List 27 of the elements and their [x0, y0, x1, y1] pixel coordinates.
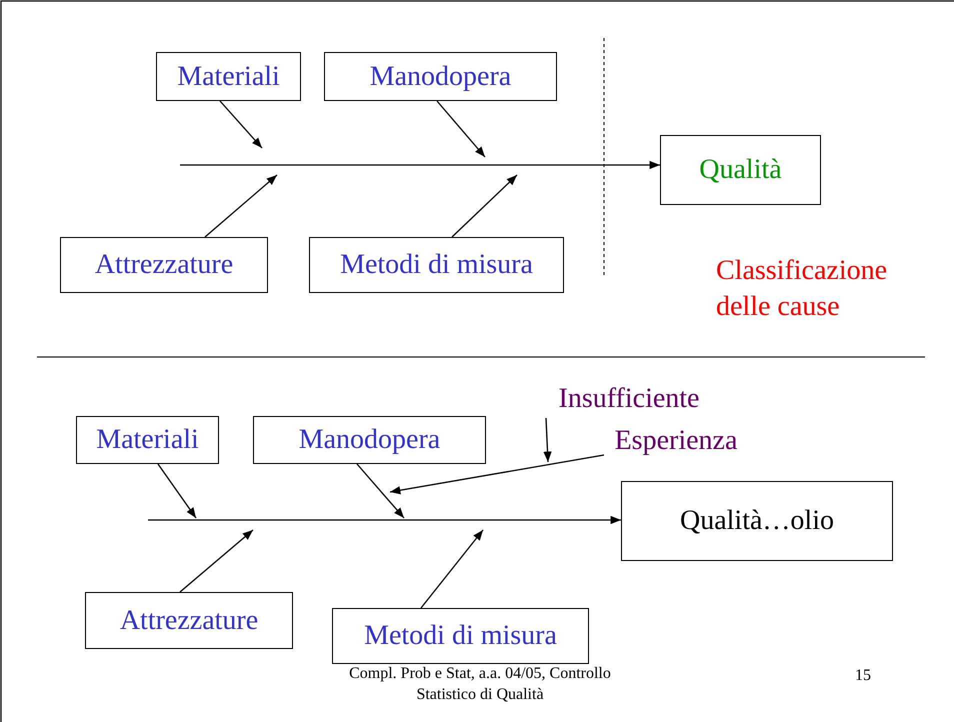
category-box: Attrezzature: [60, 237, 268, 293]
spine-arrow: [180, 160, 660, 170]
category-box: Manodopera: [324, 52, 557, 101]
category-box: Metodi di misura: [309, 237, 564, 293]
note-text: Classificazione delle cause: [716, 254, 888, 324]
arrow: [390, 454, 604, 494]
cause-label: Esperienza: [603, 426, 749, 455]
arrow: [220, 100, 262, 148]
category-box: Materiali: [76, 416, 219, 464]
effect-box: Qualità…olio: [621, 481, 893, 561]
category-box: Materiali: [156, 52, 301, 101]
arrow: [420, 530, 484, 608]
arrow: [436, 100, 486, 158]
cause-label: Insufficiente: [546, 380, 712, 418]
category-box: Attrezzature: [85, 592, 293, 649]
category-box: Manodopera: [253, 416, 486, 464]
category-box: Metodi di misura: [332, 608, 589, 664]
page-number: 15: [855, 666, 872, 686]
arrow: [356, 464, 404, 518]
arrow: [204, 174, 278, 238]
footer-text: Compl. Prob e Stat, a.a. 04/05, Controllo Statistico di Qualità: [348, 664, 612, 705]
arrow: [543, 418, 552, 462]
arrow: [157, 464, 197, 518]
arrow: [180, 530, 254, 592]
arrow: [452, 174, 518, 238]
spine-arrow: [148, 516, 621, 524]
effect-box: Qualità: [660, 135, 821, 205]
